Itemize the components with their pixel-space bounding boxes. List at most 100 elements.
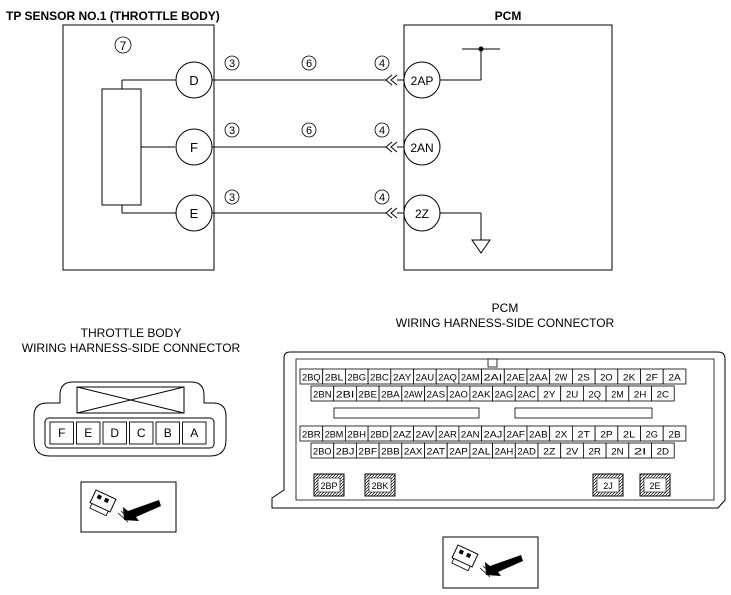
- svg-text:2BN: 2BN: [313, 390, 332, 401]
- pcm-pin-2f: 2F: [640, 368, 664, 385]
- svg-text:2BM: 2BM: [325, 430, 344, 441]
- pcm-connector-title-2: WIRING HARNESS-SIDE CONNECTOR: [396, 316, 615, 330]
- svg-text:2BJ: 2BJ: [336, 447, 355, 458]
- svg-text:2BP: 2BP: [320, 481, 337, 491]
- pcm-pin-2al: 2AL: [469, 442, 493, 459]
- svg-text:2BQ: 2BQ: [302, 373, 321, 384]
- svg-text:2W: 2W: [555, 373, 567, 384]
- pcm-pin-2g: 2G: [640, 425, 664, 442]
- svg-text:2AU: 2AU: [416, 373, 435, 384]
- callout-harness-2: 6: [306, 125, 312, 137]
- pcm-pin-2t: 2T: [572, 425, 596, 442]
- svg-text:2AT: 2AT: [427, 447, 446, 458]
- svg-text:F: F: [190, 140, 198, 155]
- svg-text:2AP: 2AP: [411, 74, 434, 88]
- svg-text:2B: 2B: [668, 430, 680, 441]
- sensor-terminal-e: E: [175, 194, 213, 232]
- pcm-pin-2ae: 2AE: [503, 368, 528, 385]
- svg-text:2A: 2A: [668, 373, 681, 384]
- svg-text:2AF: 2AF: [506, 430, 525, 441]
- component-callout-circle: [114, 36, 132, 54]
- svg-text:E: E: [84, 426, 92, 440]
- svg-text:2AJ: 2AJ: [484, 430, 503, 441]
- pcm-title: PCM: [495, 9, 522, 23]
- svg-text:B: B: [164, 426, 172, 440]
- svg-text:2AH: 2AH: [495, 447, 514, 458]
- throttle-connector-title-1: THROTTLE BODY: [81, 326, 182, 340]
- svg-text:2AG: 2AG: [495, 390, 514, 401]
- pcm-pin-2ab: 2AB: [526, 425, 551, 442]
- svg-text:2AY: 2AY: [393, 373, 412, 384]
- pcm-pin-2bj: 2BJ: [333, 442, 357, 459]
- svg-text:2BK: 2BK: [371, 481, 388, 491]
- svg-text:2BR: 2BR: [302, 430, 321, 441]
- pcm-pin-2bb: 2BB: [378, 442, 403, 459]
- svg-text:2Y: 2Y: [543, 390, 556, 401]
- svg-text:2AA: 2AA: [529, 373, 548, 384]
- pcm-pin-2ac: 2AC: [514, 385, 539, 402]
- pcm-pin-2z: 2Z: [537, 442, 562, 459]
- pcm-pin-2at: 2AT: [424, 442, 448, 459]
- svg-text:2Q: 2Q: [589, 390, 601, 401]
- svg-text:2M: 2M: [611, 390, 623, 401]
- svg-text:2AX: 2AX: [404, 447, 423, 458]
- svg-text:2T: 2T: [578, 430, 591, 441]
- pcm-connector-title-1: PCM: [492, 301, 519, 315]
- pcm-pin-2bp: 2BP: [313, 473, 345, 497]
- ground-icon: [471, 239, 491, 254]
- pcm-pin-2q: 2Q: [583, 385, 607, 402]
- svg-text:2BA: 2BA: [381, 390, 400, 401]
- component-callout: 7: [120, 39, 127, 53]
- svg-text:2U: 2U: [566, 390, 579, 401]
- pcm-pin-2x: 2X: [549, 425, 573, 442]
- svg-text:2AC: 2AC: [517, 390, 536, 401]
- pcm-pin-2r: 2R: [583, 442, 607, 459]
- pcm-pin-2w: 2W: [549, 368, 573, 385]
- svg-text:2G: 2G: [646, 430, 658, 441]
- throttle-pin-b: B: [155, 421, 180, 445]
- pcm-pin-2c: 2C: [651, 385, 675, 402]
- sensor-title: TP SENSOR NO.1 (THROTTLE BODY): [6, 9, 220, 23]
- connector-view-icon: [80, 481, 177, 533]
- svg-text:F: F: [58, 426, 65, 440]
- throttle-pin-f: F: [49, 421, 74, 445]
- pcm-pin-2bg: 2BG: [344, 368, 369, 385]
- pcm-pin-2be: 2BE: [355, 385, 380, 402]
- throttle-connector-title-2: WIRING HARNESS-SIDE CONNECTOR: [22, 341, 241, 355]
- throttle-pin-a: A: [182, 421, 207, 445]
- pcm-pin-2br: 2BR: [299, 425, 324, 442]
- svg-text:2O: 2O: [600, 373, 612, 384]
- svg-text:2I: 2I: [634, 447, 646, 458]
- svg-text:2BD: 2BD: [370, 430, 389, 441]
- pcm-pin-2i: 2I: [628, 442, 652, 459]
- pcm-pin-2ba: 2BA: [378, 385, 403, 402]
- sensor-terminal-f: F: [175, 128, 213, 166]
- svg-text:2V: 2V: [566, 447, 579, 458]
- svg-text:2J: 2J: [603, 481, 613, 491]
- pcm-pin-2u: 2U: [560, 385, 584, 402]
- callout-pcm-side-3: 4: [379, 192, 385, 204]
- svg-text:2AI: 2AI: [484, 373, 503, 384]
- pcm-pin-2ax: 2AX: [401, 442, 425, 459]
- pcm-pin-2ao: 2AO: [446, 385, 471, 402]
- pcm-pin-2bh: 2BH: [344, 425, 369, 442]
- svg-text:2AL: 2AL: [472, 447, 491, 458]
- pcm-pin-2ay: 2AY: [390, 368, 414, 385]
- svg-text:2AO: 2AO: [449, 390, 468, 401]
- callout-connector-side-2: 3: [229, 125, 235, 137]
- svg-text:C: C: [137, 426, 146, 440]
- pcm-pin-2as: 2AS: [424, 385, 448, 402]
- throttle-pin-c: C: [129, 421, 154, 445]
- pcm-pin-2aw: 2AW: [401, 385, 425, 402]
- svg-text:2AN: 2AN: [461, 430, 480, 441]
- svg-text:2E: 2E: [649, 481, 660, 491]
- pcm-pin-2ar: 2AR: [435, 425, 460, 442]
- pcm-pin-2an: 2AN: [458, 425, 482, 442]
- svg-text:2AW: 2AW: [404, 390, 423, 401]
- svg-text:2AN: 2AN: [410, 141, 433, 155]
- pcm-pin-2m: 2M: [605, 385, 630, 402]
- pcm-pin-2ad: 2AD: [514, 442, 539, 459]
- pcm-pin-2bf: 2BF: [355, 442, 380, 459]
- pcm-pin-2e: 2E: [639, 473, 671, 497]
